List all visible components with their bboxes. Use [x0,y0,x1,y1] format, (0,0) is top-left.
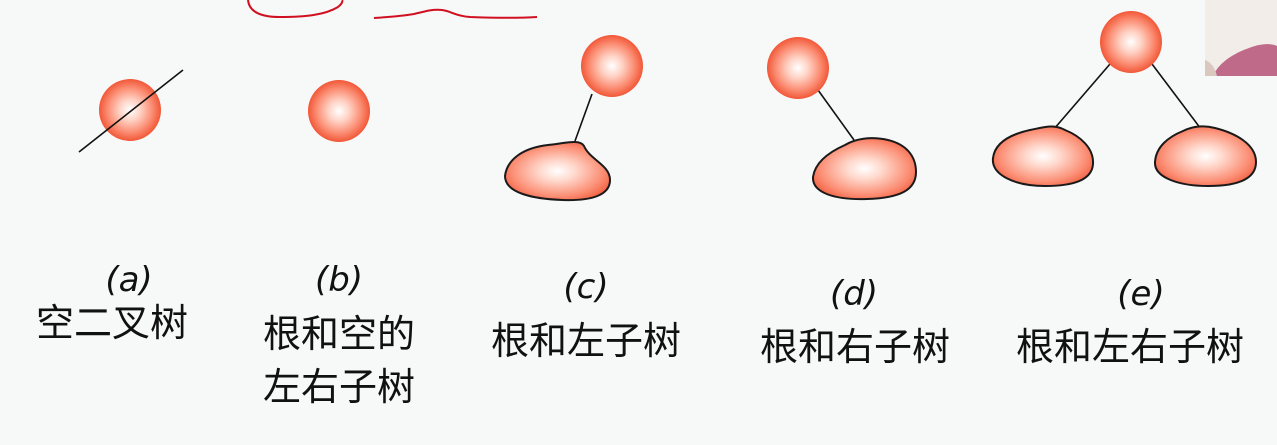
empty-tree-figure [78,69,184,153]
left-edge [1053,63,1111,130]
case-d-letter: (d) [829,274,879,314]
case-e-letter: (e) [1117,274,1165,314]
root-left-subtree-figure [503,35,643,202]
root-node [308,80,370,142]
root-only-figure [308,80,370,142]
case-c-caption: 根和左子树 [490,319,681,363]
case-a-letter: (a) [105,260,153,300]
presenter-video-thumbnail [1205,0,1277,76]
left-edge [574,93,593,142]
case-a-caption: 空二叉树 [35,301,188,345]
root-node [581,35,643,97]
root-both-subtrees-figure [991,11,1258,188]
presenter-silhouette [1205,0,1277,76]
root-node [1100,11,1162,73]
case-b-caption-line1: 根和空的 [262,312,415,356]
left-subtree-blob [991,125,1095,188]
cross-out-line [78,69,184,153]
right-edge [817,89,855,141]
case-c-letter: (c) [563,267,609,307]
handwritten-annotation-underline [373,8,538,19]
right-edge [1151,63,1202,130]
root-right-subtree-figure [767,37,918,201]
case-e-caption: 根和左右子树 [1015,325,1244,369]
right-subtree-blob [811,137,918,201]
case-b-letter: (b) [314,260,364,300]
left-subtree-blob [503,141,612,202]
case-d-caption: 根和右子树 [759,325,950,369]
root-node [767,37,829,99]
handwritten-annotation-mark [247,0,344,19]
right-subtree-blob [1153,125,1258,188]
root-node [99,79,161,141]
case-b-caption-line2: 左右子树 [262,365,415,409]
